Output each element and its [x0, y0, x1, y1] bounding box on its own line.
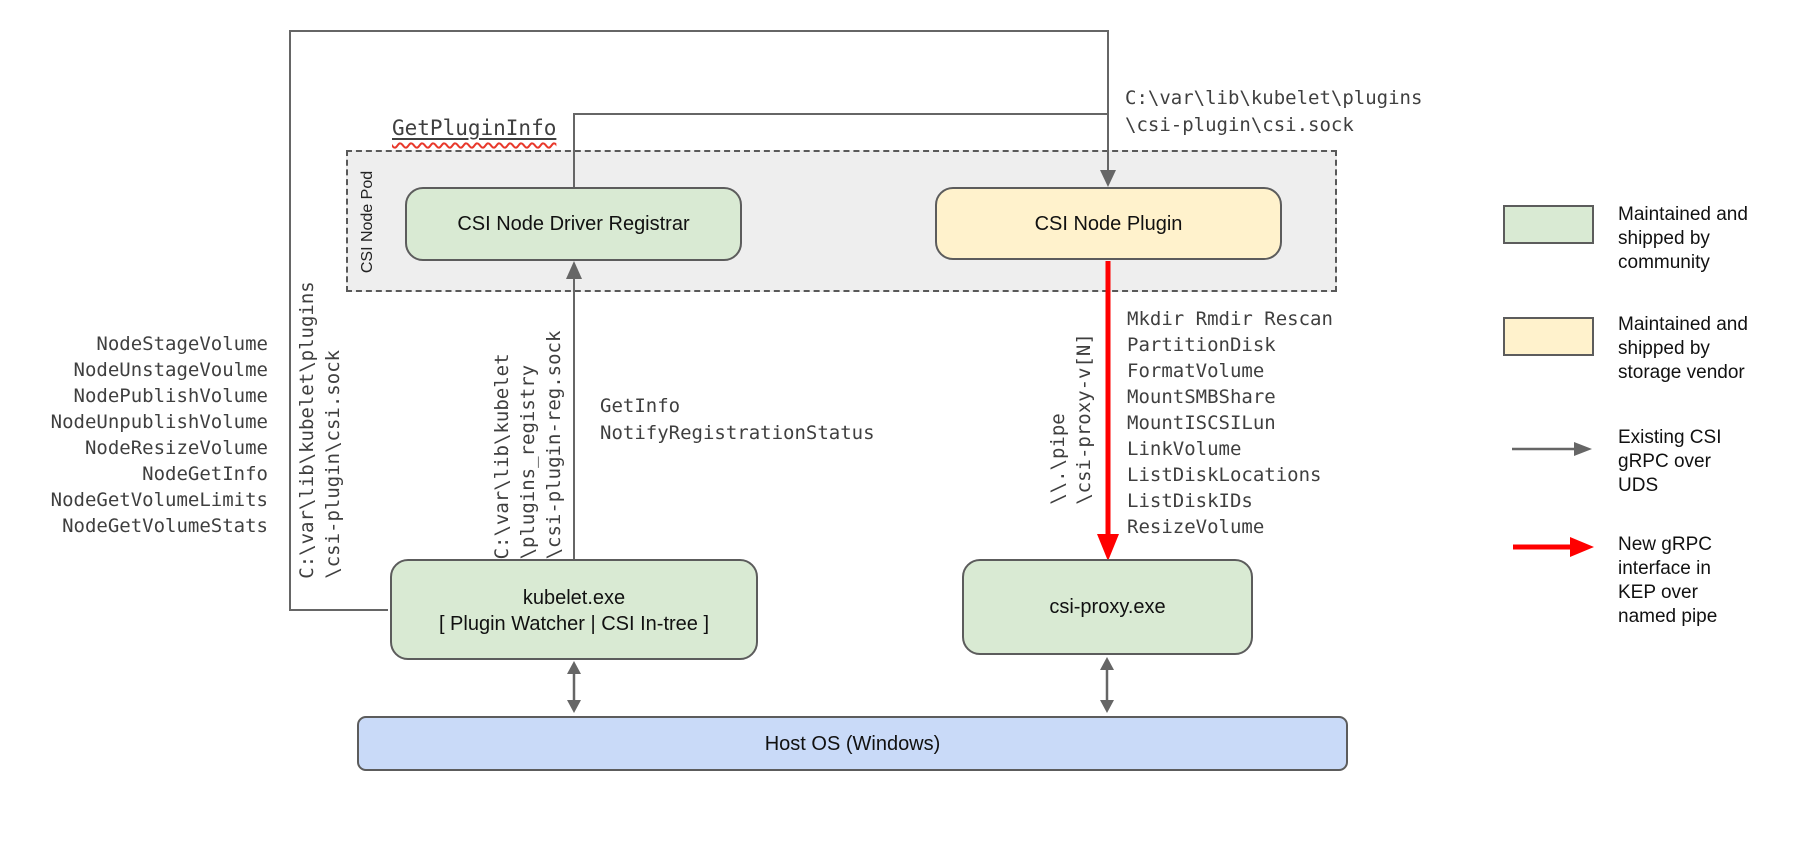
- method-item: NodeResizeVolume: [84, 437, 268, 459]
- method-item: PartitionDisk: [1127, 334, 1276, 356]
- legend-gray-arrowhead: [1574, 442, 1592, 456]
- method-item: NodeUnpublishVolume: [50, 411, 268, 433]
- kubelet-csi-method-list: NodeStageVolume NodeUnstageVoulme NodePu…: [20, 331, 268, 539]
- csi-proxy-api-method-list: Mkdir Rmdir Rescan PartitionDisk FormatV…: [1127, 306, 1387, 540]
- method-item: NodeGetVolumeLimits: [50, 489, 268, 511]
- node-kubelet: kubelet.exe [ Plugin Watcher | CSI In-tr…: [390, 559, 758, 660]
- plugin-label: CSI Node Plugin: [1034, 212, 1183, 235]
- kubelet-label-line1: kubelet.exe: [522, 586, 626, 609]
- legend-namedpipe-text: New gRPC interface in KEP over named pip…: [1618, 534, 1718, 627]
- csi-node-pod-label: CSI Node Pod: [359, 170, 376, 274]
- method-item: ResizeVolume: [1127, 516, 1265, 538]
- legend-uds-text: Existing CSI gRPC over UDS: [1618, 427, 1722, 496]
- method-item: Mkdir Rmdir Rescan: [1127, 308, 1333, 330]
- legend-community-swatch: [1503, 205, 1594, 244]
- arrowhead-csiproxy-up: [1100, 657, 1114, 670]
- csi-sock-path-label: C:\var\lib\kubelet\plugins \csi-plugin\c…: [1125, 87, 1423, 136]
- method-item: MountISCSILun: [1127, 412, 1276, 434]
- method-item: ListDiskLocations: [1127, 464, 1322, 486]
- node-host-os: Host OS (Windows): [357, 716, 1348, 771]
- node-csi-proxy: csi-proxy.exe: [962, 559, 1253, 655]
- method-item: MountSMBShare: [1127, 386, 1276, 408]
- arrowhead-kubelet-down: [567, 700, 581, 713]
- method-item: LinkVolume: [1127, 438, 1242, 460]
- node-csi-node-driver-registrar: CSI Node Driver Registrar: [405, 187, 742, 261]
- method-item: FormatVolume: [1127, 360, 1265, 382]
- method-item: NodeGetInfo: [142, 463, 268, 485]
- registrar-label: CSI Node Driver Registrar: [457, 213, 690, 235]
- method-item: ListDiskIDs: [1127, 490, 1253, 512]
- host-os-label: Host OS (Windows): [764, 732, 941, 755]
- legend-community-text: Maintained and shipped by community: [1618, 204, 1748, 273]
- method-item: NodePublishVolume: [73, 385, 268, 407]
- registration-calls-label: GetInfo NotifyRegistrationStatus: [600, 395, 875, 444]
- kubelet-label-line2: [ Plugin Watcher | CSI In-tree ]: [438, 612, 710, 635]
- arrowhead-csiproxy-down: [1100, 700, 1114, 713]
- method-item: NodeGetVolumeStats: [62, 515, 268, 537]
- get-plugin-info-label: GetPluginInfo: [392, 116, 556, 140]
- named-pipe-rotated-label: \\.\pipe \csi-proxy-v[N]: [1047, 333, 1095, 505]
- legend-vendor-swatch: [1503, 317, 1594, 356]
- method-item: NodeUnstageVoulme: [73, 359, 268, 381]
- get-plugin-info-wavy: GetPluginInfo: [392, 116, 556, 140]
- legend-vendor-text: Maintained and shipped by storage vendor: [1618, 314, 1748, 383]
- get-plugin-info-text: GetPluginInfo: [392, 116, 557, 140]
- csi-proxy-label: csi-proxy.exe: [1049, 596, 1166, 618]
- arrowhead-into-csiproxy: [1097, 534, 1119, 561]
- legend-red-arrowhead: [1570, 537, 1594, 557]
- registration-sock-path-rotated-label: C:\var\lib\kubelet \plugins_registry \cs…: [491, 330, 565, 560]
- method-item: NodeStageVolume: [96, 333, 268, 355]
- node-csi-node-plugin: CSI Node Plugin: [935, 187, 1282, 260]
- arrowhead-kubelet-up: [567, 661, 581, 674]
- csi-sock-path-rotated-label: C:\var\lib\kubelet\plugins \csi-plugin\c…: [296, 281, 344, 579]
